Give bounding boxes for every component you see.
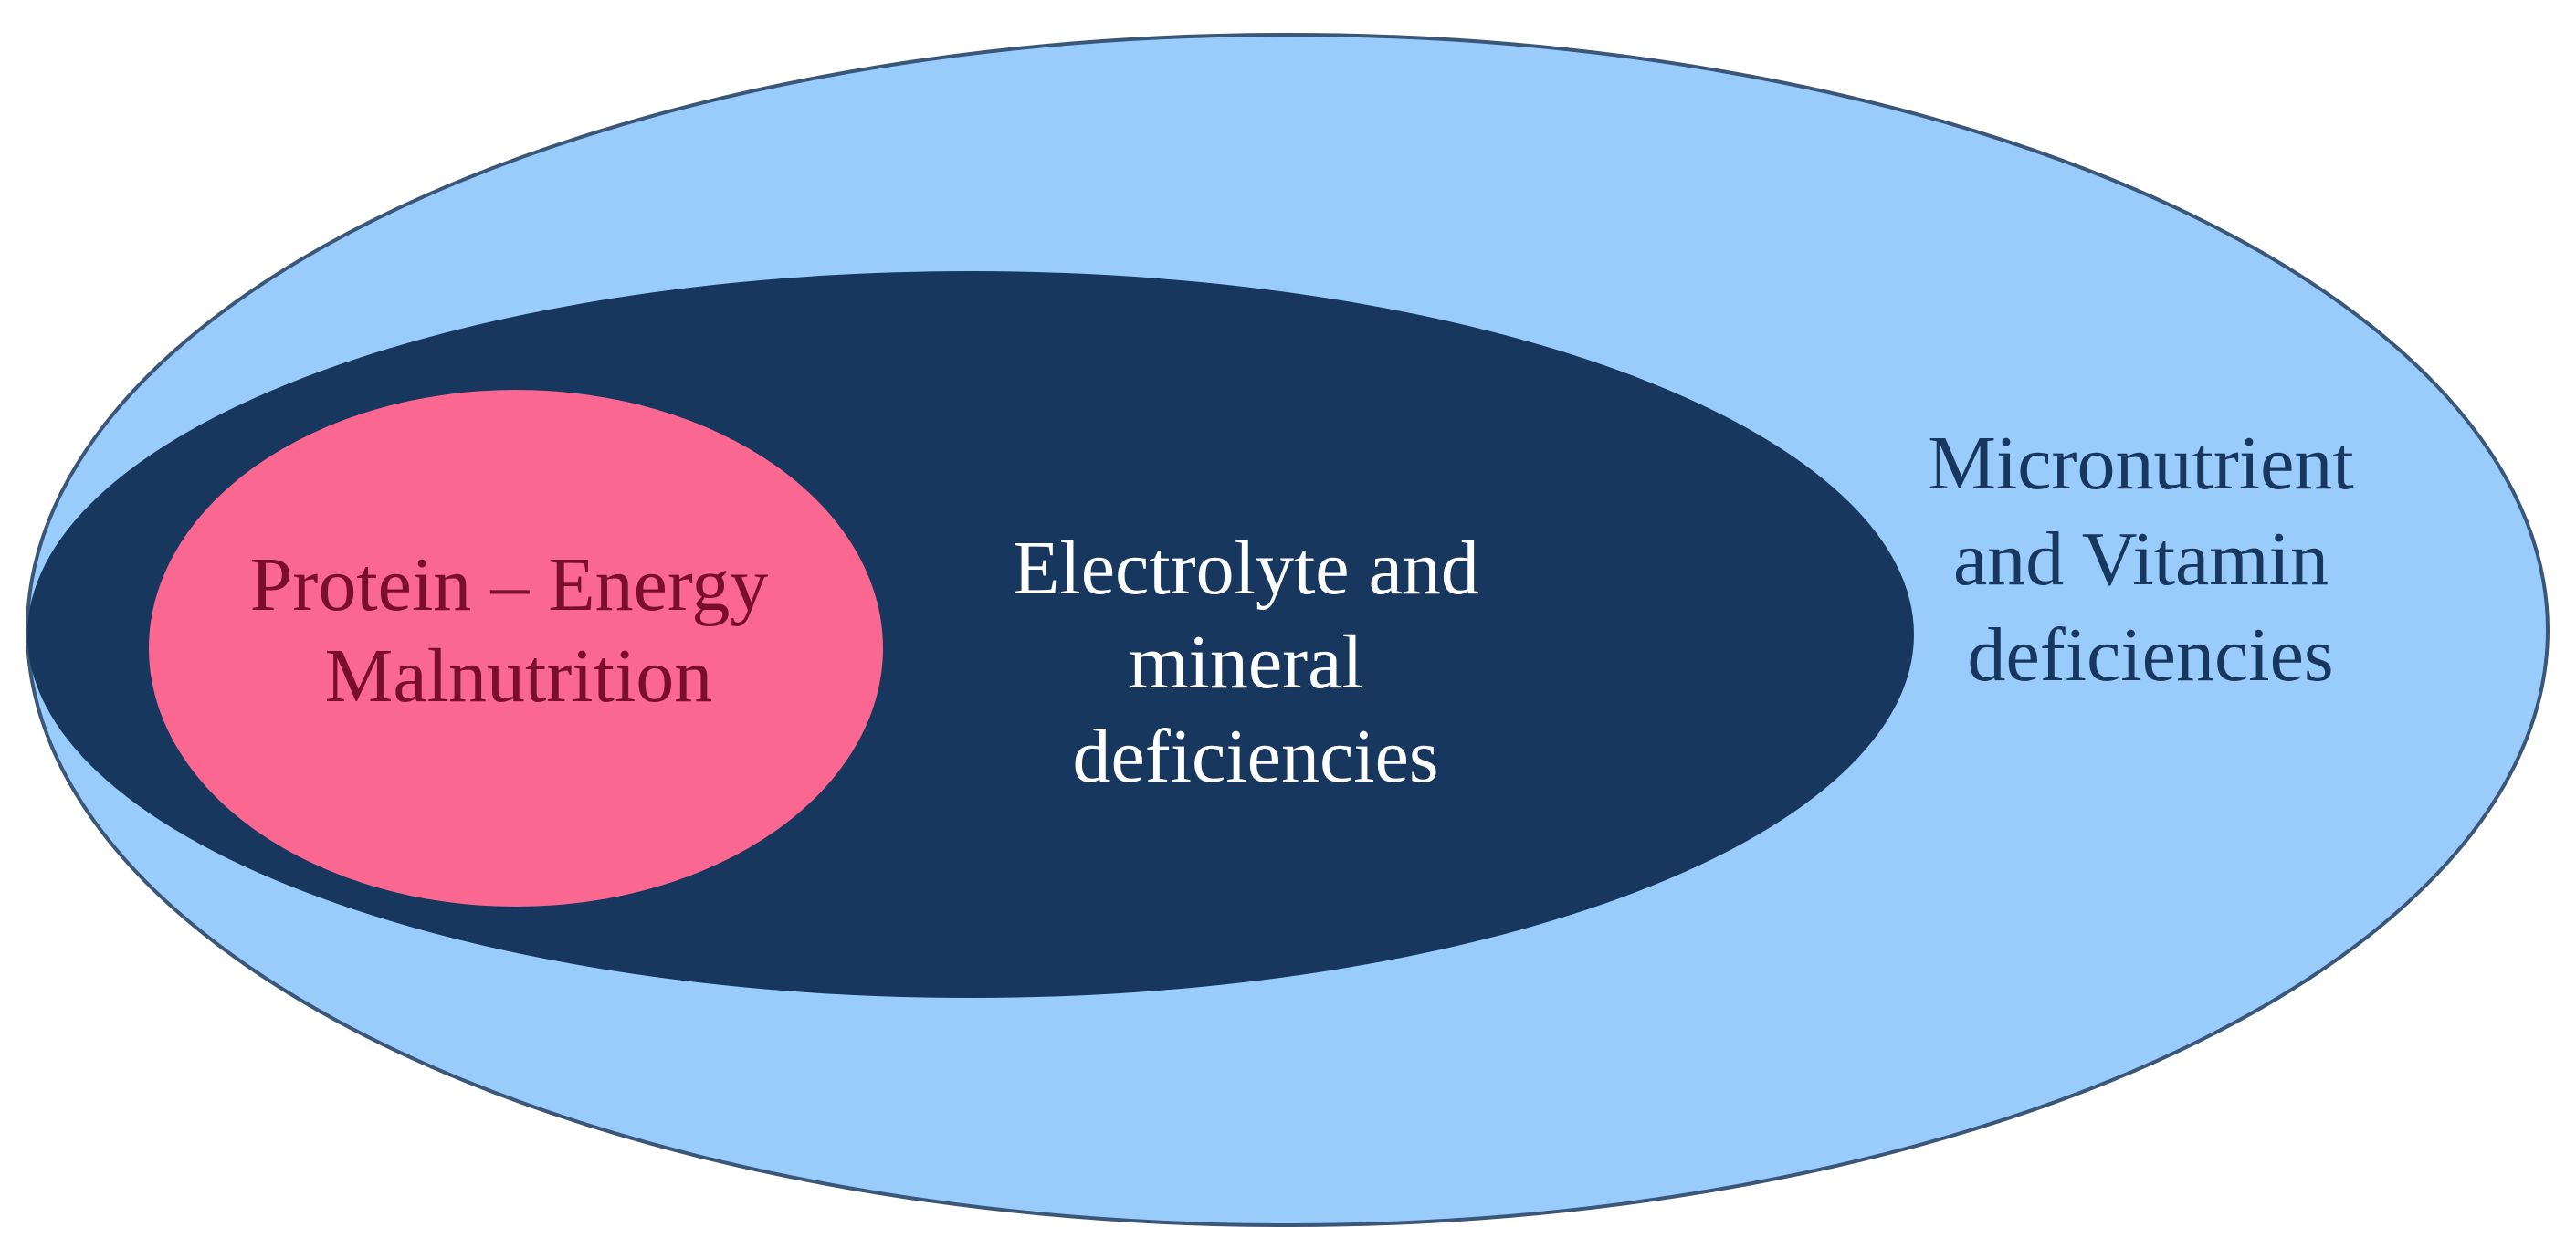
inner-region: Protein – Energy Malnutrition [149, 390, 883, 907]
middle-label-line-2: mineral [1129, 620, 1363, 705]
inner-ellipse [149, 390, 883, 907]
inner-label-line-2: Malnutrition [325, 634, 713, 719]
outer-label-line-1: Micronutrient [1928, 421, 2354, 506]
outer-label: Micronutrient and Vitamin deficiencies [1928, 421, 2373, 698]
inner-label-line-1: Protein – Energy [250, 542, 769, 627]
middle-label-line-1: Electrolyte and [1013, 526, 1479, 611]
middle-label-line-3: deficiencies [1072, 714, 1438, 799]
inner-label: Protein – Energy Malnutrition [250, 542, 788, 719]
outer-label-line-2: and Vitamin [1953, 517, 2329, 602]
outer-label-line-3: deficiencies [1967, 613, 2333, 698]
middle-label: Electrolyte and mineral deficiencies [1013, 526, 1498, 799]
